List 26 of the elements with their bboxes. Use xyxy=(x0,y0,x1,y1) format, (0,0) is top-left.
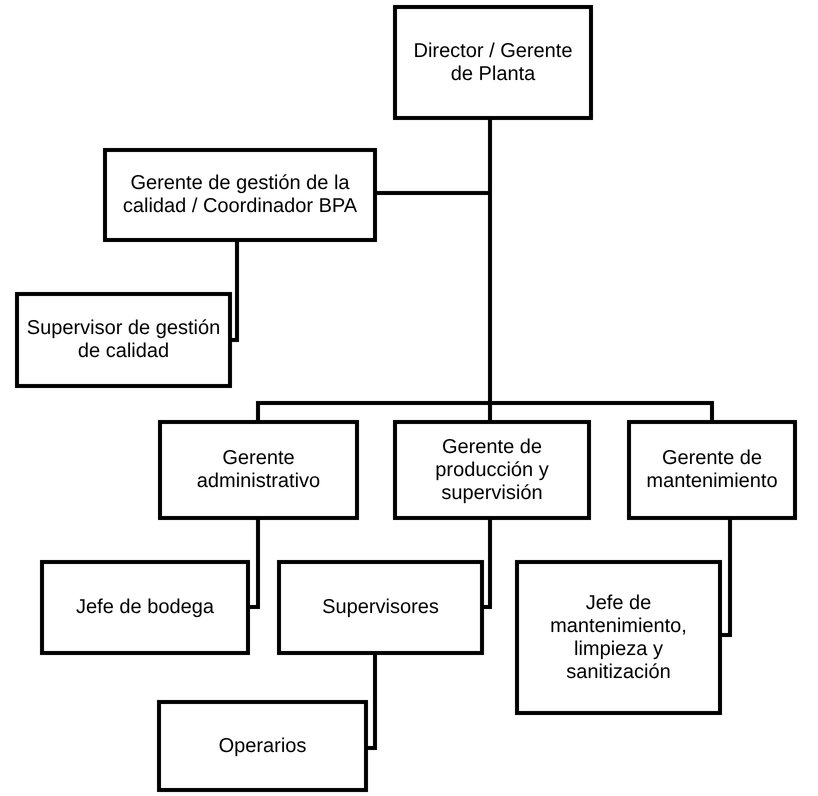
role-label: Jefe de mantenimiento, limpieza y sanitización xyxy=(549,592,688,684)
role-label: Gerente de gestión de la calidad / Coordinador BPA xyxy=(122,172,358,218)
role-label: Operarios xyxy=(218,734,306,758)
org-box xyxy=(277,560,484,655)
role-label: Director / Gerente de Planta xyxy=(412,40,574,86)
role-label: Gerente de producción y supervisión xyxy=(434,436,550,504)
role-label: Gerente de mantenimiento xyxy=(645,447,779,493)
role-label: Jefe de bodega xyxy=(76,596,214,619)
connector-line xyxy=(250,520,260,609)
org-box xyxy=(157,700,368,792)
org-box xyxy=(627,420,797,520)
role-label: Gerente administrativo xyxy=(196,447,322,493)
connector-line xyxy=(484,520,492,609)
connector-line xyxy=(722,520,732,637)
role-label: Supervisores xyxy=(322,596,439,619)
org-box xyxy=(393,5,593,120)
org-box xyxy=(393,420,591,520)
role-label: Supervisor de gestión de calidad xyxy=(26,317,222,363)
org-box xyxy=(515,560,722,715)
org-box xyxy=(15,292,232,388)
connector-line xyxy=(232,242,239,342)
org-box xyxy=(40,560,250,655)
connector-line xyxy=(368,655,377,750)
org-box xyxy=(103,148,377,242)
connector-line xyxy=(488,120,714,420)
org-box xyxy=(158,420,359,520)
